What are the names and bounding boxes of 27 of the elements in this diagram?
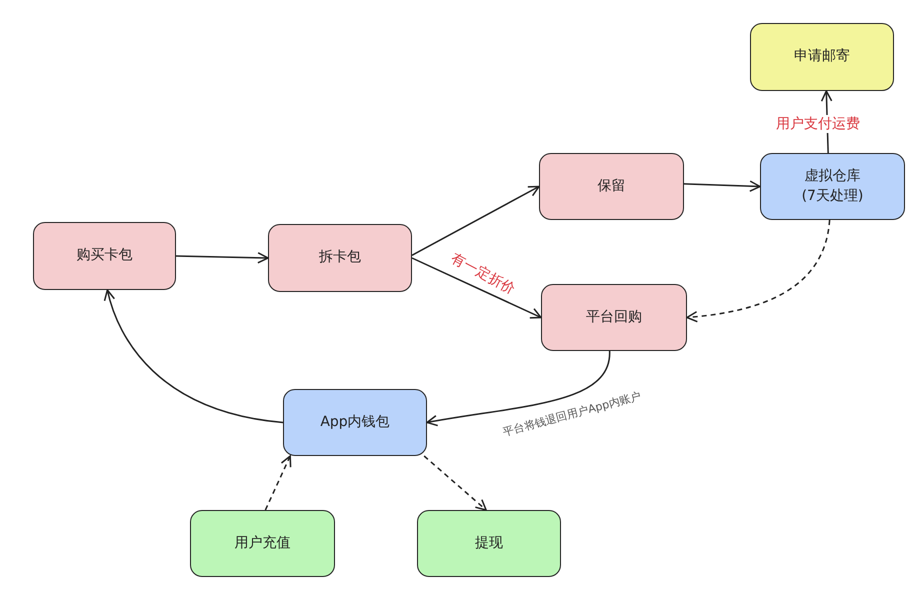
arrow	[426, 350, 610, 426]
process-box	[541, 284, 687, 351]
arrow	[176, 252, 269, 264]
dashed-arrow	[686, 220, 830, 322]
process-box	[750, 23, 894, 91]
dashed-arrow	[424, 455, 487, 511]
process-box	[539, 153, 684, 220]
process-box	[283, 389, 427, 456]
process-box	[268, 224, 412, 292]
box-label: 提现	[475, 534, 503, 553]
box-label: 虚拟仓库 (7天处理)	[800, 166, 864, 206]
process-box	[417, 510, 561, 577]
dashed-arrow	[264, 455, 292, 510]
box-label: 平台回购	[586, 308, 642, 327]
box-label: 用户充值	[234, 534, 290, 553]
arrow	[412, 186, 540, 256]
arrow	[104, 289, 284, 424]
process-box	[190, 510, 335, 577]
box-label: 保留	[598, 176, 626, 196]
arrow	[412, 257, 542, 319]
box-label: 购买卡包	[76, 246, 132, 266]
process-box	[760, 153, 905, 220]
box-label: 拆卡包	[319, 248, 361, 268]
arrow	[684, 180, 761, 192]
box-label: 申请邮寄	[794, 47, 850, 66]
process-box	[33, 222, 176, 290]
box-label: App内钱包	[320, 412, 390, 432]
